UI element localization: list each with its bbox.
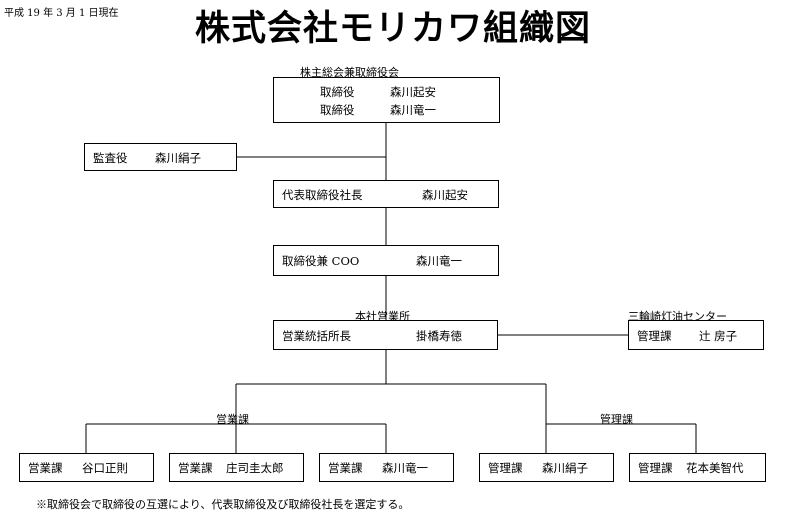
oil-center-box: 管理課 辻 房子	[628, 320, 764, 350]
as-of-date: 平成 19 年 3 月 1 日現在	[4, 8, 119, 19]
president-box: 代表取締役社長 森川起安	[273, 180, 499, 208]
board-box: 取締役 森川起安 取締役 森川竜一	[273, 77, 500, 123]
sales-section-label: 営業課	[216, 413, 249, 426]
coo-role: 取締役兼 COO	[282, 254, 360, 268]
board-name-2: 森川竜一	[390, 103, 436, 117]
board-role-2: 取締役	[320, 103, 355, 117]
sales-member-box-3: 営業課 森川竜一	[319, 453, 454, 482]
admin-member-name-2: 花本美智代	[686, 461, 744, 475]
head-office-name: 掛橋寿徳	[416, 329, 462, 343]
sales-member-role-3: 営業課	[328, 461, 363, 475]
board-label: 株主総会兼取締役会	[300, 66, 399, 79]
auditor-name: 森川絹子	[155, 151, 201, 165]
president-name: 森川起安	[422, 188, 468, 202]
head-office-role: 営業統括所長	[282, 329, 351, 343]
auditor-box: 監査役 森川絹子	[84, 143, 237, 171]
sales-member-role-1: 営業課	[28, 461, 63, 475]
footnote: ※取締役会で取締役の互選により、代表取締役及び取締役社長を選定する。	[36, 498, 410, 511]
coo-box: 取締役兼 COO 森川竜一	[273, 245, 499, 276]
head-office-label: 本社営業所	[355, 310, 410, 323]
sales-member-name-3: 森川竜一	[382, 461, 428, 475]
president-role: 代表取締役社長	[282, 188, 363, 202]
oil-center-name: 辻 房子	[699, 329, 738, 343]
auditor-role: 監査役	[93, 151, 128, 165]
admin-member-box-2: 管理課 花本美智代	[629, 453, 766, 482]
admin-member-name-1: 森川絹子	[542, 461, 588, 475]
sales-member-role-2: 営業課	[178, 461, 213, 475]
admin-section-label: 管理課	[600, 413, 633, 426]
oil-center-role: 管理課	[637, 329, 672, 343]
sales-member-name-1: 谷口正則	[82, 461, 128, 475]
page-title: 株式会社モリカワ組織図	[195, 8, 592, 49]
sales-member-box-2: 営業課 庄司圭太郎	[169, 453, 304, 482]
head-office-box: 営業統括所長 掛橋寿徳	[273, 320, 498, 350]
sales-member-box-1: 営業課 谷口正則	[19, 453, 154, 482]
board-name-1: 森川起安	[390, 85, 436, 99]
oil-center-label: 三輪崎灯油センター	[628, 310, 727, 323]
board-role-1: 取締役	[320, 85, 355, 99]
admin-member-role-1: 管理課	[488, 461, 523, 475]
admin-member-role-2: 管理課	[638, 461, 673, 475]
admin-member-box-1: 管理課 森川絹子	[479, 453, 614, 482]
coo-name: 森川竜一	[416, 254, 462, 268]
sales-member-name-2: 庄司圭太郎	[226, 461, 284, 475]
